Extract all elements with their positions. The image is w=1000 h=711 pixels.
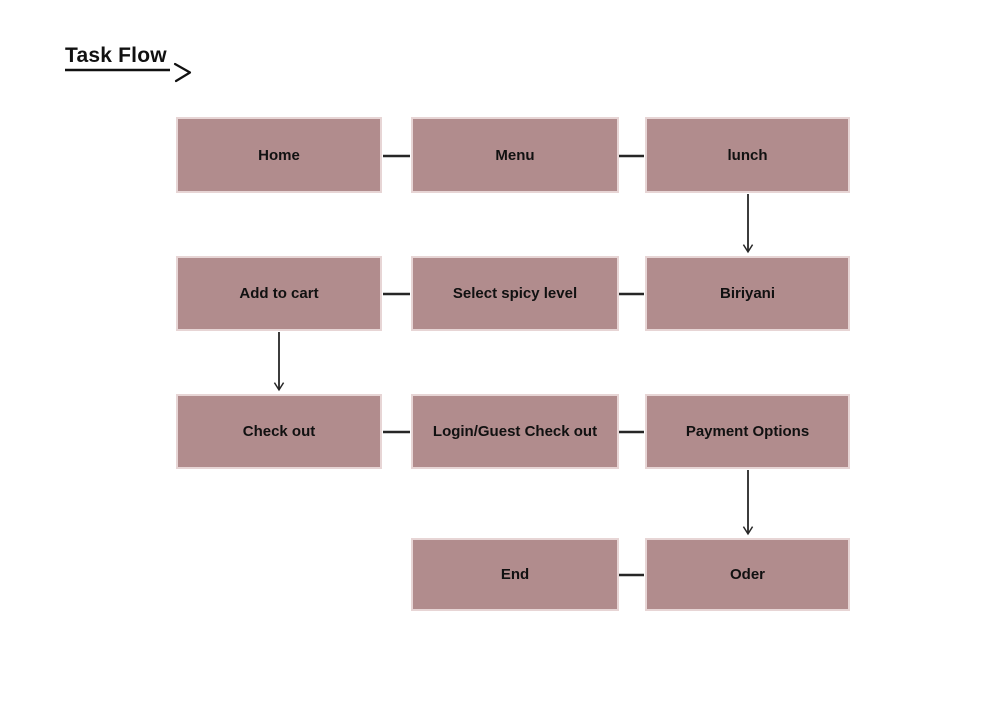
node-biriyani[interactable]: Biriyani: [645, 256, 850, 331]
title-underline-arrow: [65, 62, 192, 83]
node-lunch-label: lunch: [727, 146, 768, 164]
node-add-to-cart[interactable]: Add to cart: [176, 256, 382, 331]
node-check-out-label: Check out: [242, 423, 316, 440]
node-oder[interactable]: Oder: [645, 538, 850, 611]
node-end-label: End: [500, 566, 530, 583]
node-lunch[interactable]: lunch: [645, 117, 850, 193]
node-menu[interactable]: Menu: [411, 117, 619, 193]
node-select-spicy-level-label: Select spicy level: [452, 285, 578, 302]
node-check-out[interactable]: Check out: [176, 394, 382, 469]
node-oder-label: Oder: [729, 566, 765, 583]
node-biriyani-label: Biriyani: [719, 285, 776, 302]
node-select-spicy-level[interactable]: Select spicy level: [411, 256, 619, 331]
node-menu-label: Menu: [495, 146, 535, 164]
node-login-guest-check-out[interactable]: Login/Guest Check out: [411, 394, 619, 469]
node-login-guest-check-out-label: Login/Guest Check out: [432, 423, 598, 440]
node-add-to-cart-label: Add to cart: [239, 285, 319, 302]
node-payment-options-label: Payment Options: [685, 423, 810, 440]
page-title: Task Flow: [65, 44, 167, 67]
node-home[interactable]: Home: [176, 117, 382, 193]
node-home-label: Home: [258, 146, 300, 164]
node-end[interactable]: End: [411, 538, 619, 611]
node-payment-options[interactable]: Payment Options: [645, 394, 850, 469]
title-arrowhead-icon: [173, 62, 192, 83]
